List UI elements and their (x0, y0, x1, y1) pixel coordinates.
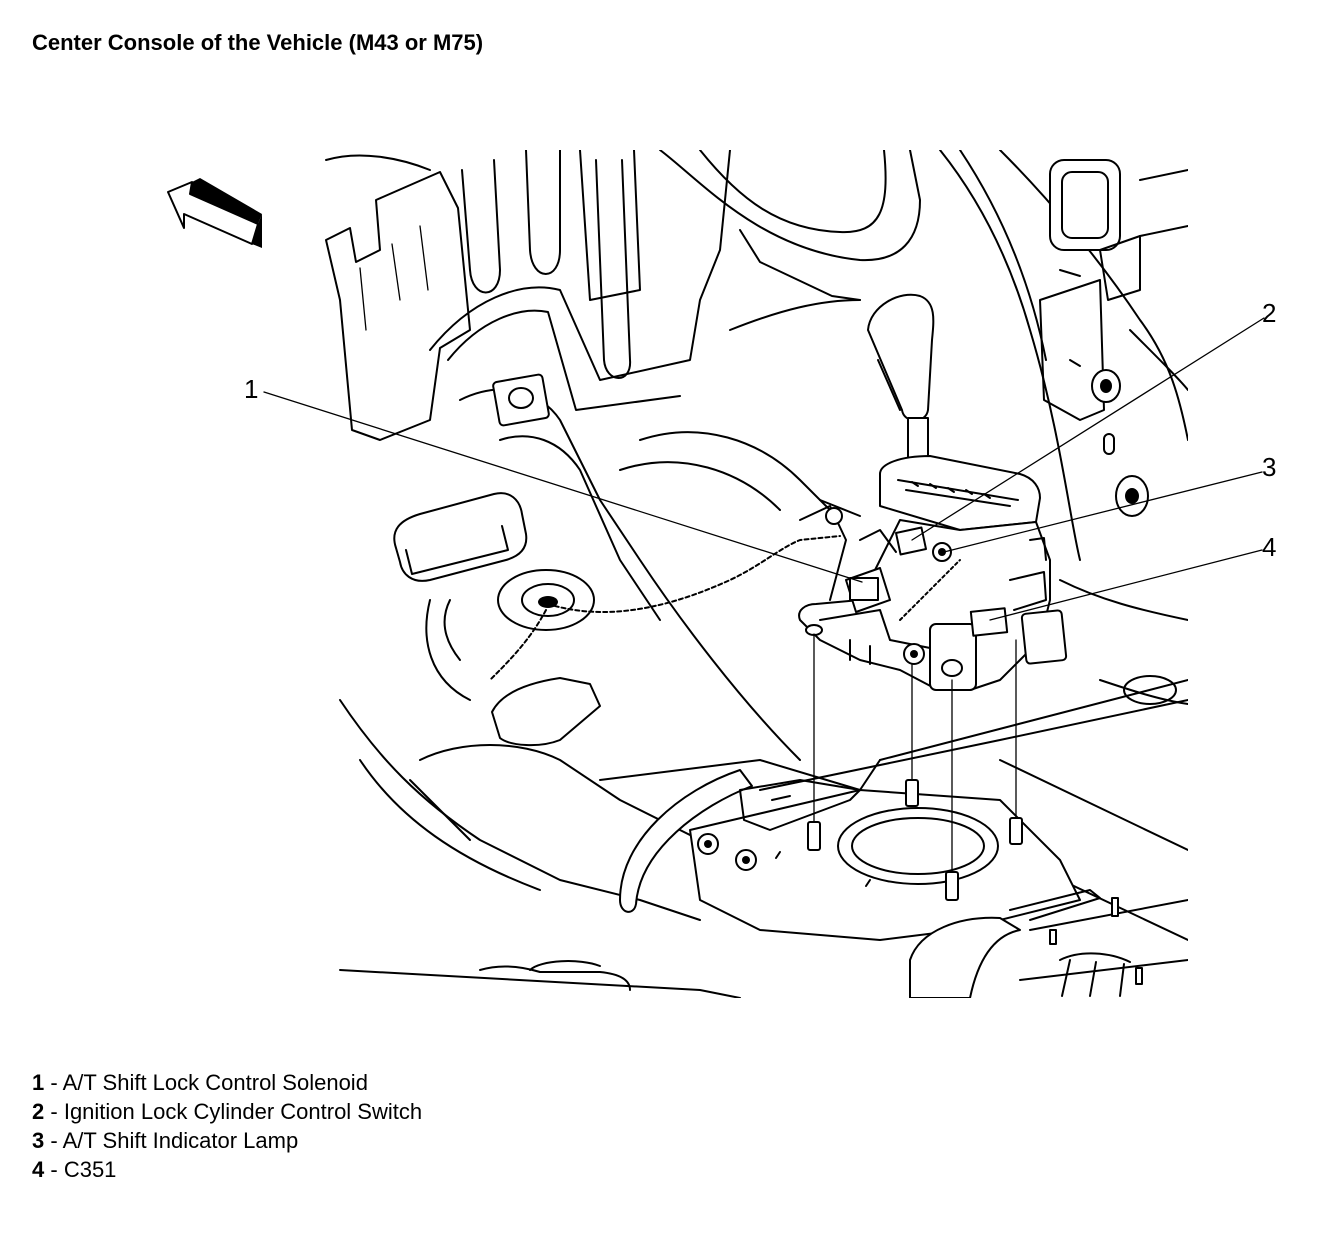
callout-number-3: 3 (1262, 452, 1276, 482)
callout-leaders (263, 317, 1265, 621)
callout-number-2: 2 (1262, 298, 1276, 328)
leader-line-4 (989, 549, 1263, 621)
legend-item: 1 - A/T Shift Lock Control Solenoid (32, 1068, 422, 1097)
callout-legend: 1 - A/T Shift Lock Control Solenoid 2 - … (32, 1068, 422, 1184)
legend-label: C351 (63, 1157, 117, 1182)
callout-number-1: 1 (244, 374, 258, 404)
page-title: Center Console of the Vehicle (M43 or M7… (32, 30, 484, 55)
callout-number-4: 4 (1262, 532, 1276, 562)
legend-label: A/T Shift Indicator Lamp (62, 1128, 299, 1153)
legend-separator: - (50, 1157, 58, 1182)
legend-item: 3 - A/T Shift Indicator Lamp (32, 1126, 422, 1155)
legend-number: 3 (32, 1128, 45, 1153)
legend-item: 4 - C351 (32, 1155, 422, 1184)
leader-line-2 (911, 317, 1265, 541)
leader-line-1 (263, 391, 863, 583)
legend-number: 1 (32, 1070, 45, 1095)
legend-separator: - (50, 1099, 58, 1124)
forward-arrow-icon (167, 178, 262, 248)
legend-label: A/T Shift Lock Control Solenoid (62, 1070, 368, 1095)
legend-item: 2 - Ignition Lock Cylinder Control Switc… (32, 1097, 422, 1126)
legend-separator: - (50, 1070, 58, 1095)
legend-label: Ignition Lock Cylinder Control Switch (63, 1099, 423, 1124)
legend-number: 4 (32, 1157, 45, 1182)
leader-line-3 (943, 471, 1263, 553)
legend-number: 2 (32, 1099, 45, 1124)
legend-separator: - (50, 1128, 58, 1153)
vehicle-floor-drawing (325, 150, 1188, 998)
